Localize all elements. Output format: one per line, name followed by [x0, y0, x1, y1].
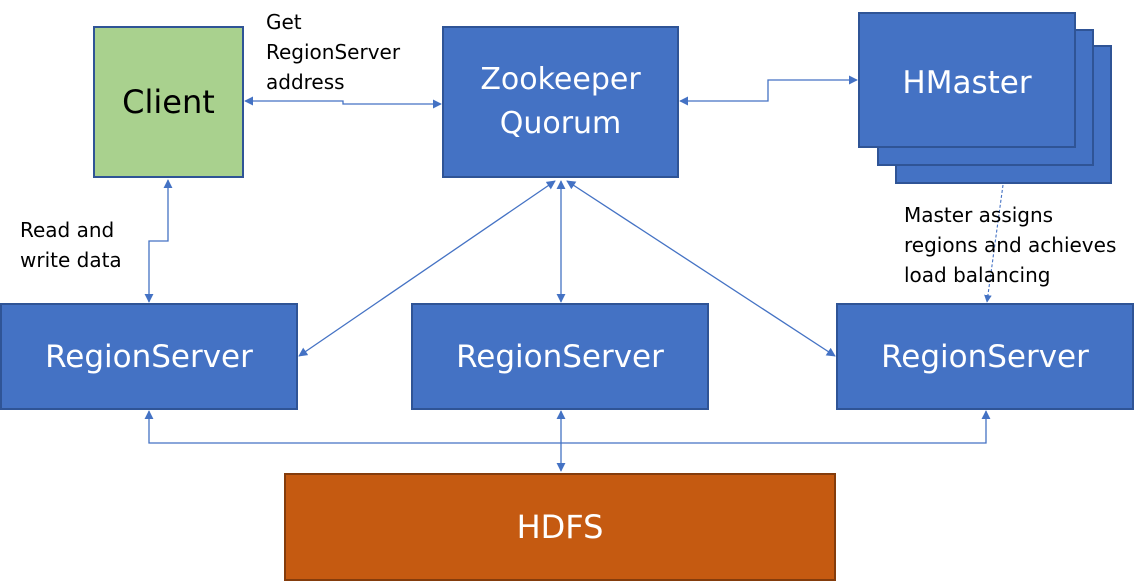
regionserver-left-label: RegionServer	[45, 338, 253, 375]
regionserver-right-hdfs-arrow	[561, 410, 991, 444]
client-zookeeper-arrow	[244, 96, 442, 109]
regionserver-middle-label: RegionServer	[456, 338, 664, 375]
rw-label-line1: Read and	[20, 218, 115, 242]
zookeeper-regionserver-right-arrow	[566, 180, 836, 357]
master-label-line3: load balancing	[904, 263, 1051, 287]
zookeeper-regionserver-left-arrow	[298, 180, 556, 357]
hmaster-label: HMaster	[902, 65, 1032, 101]
get-regionserver-address-label: Get RegionServer address	[266, 7, 400, 97]
rw-label-line2: write data	[20, 248, 122, 272]
get-label-line3: address	[266, 70, 345, 94]
hdfs-label: HDFS	[516, 508, 604, 546]
client-regionserver-arrow	[144, 179, 173, 303]
regionserver-right-label: RegionServer	[881, 338, 1089, 375]
hmaster-box: HMaster	[858, 12, 1076, 148]
regionserver-right: RegionServer	[836, 303, 1134, 410]
hdfs-box: HDFS	[284, 473, 836, 581]
client-label: Client	[122, 83, 215, 121]
regionserver-left-hdfs-arrow	[144, 410, 561, 444]
master-label-line2: regions and achieves	[904, 233, 1117, 257]
zookeeper-hmaster-arrow	[679, 75, 858, 106]
read-write-data-label: Read and write data	[20, 215, 122, 275]
regionserver-left: RegionServer	[0, 303, 298, 410]
client-box: Client	[93, 26, 244, 178]
master-assigns-label: Master assigns regions and achieves load…	[904, 200, 1116, 290]
get-label-line1: Get	[266, 10, 302, 34]
get-label-line2: RegionServer	[266, 40, 401, 64]
master-label-line1: Master assigns	[904, 203, 1054, 227]
zookeeper-label-line1: Zookeeper	[480, 62, 641, 97]
zookeeper-quorum-box: Zookeeper Quorum	[442, 26, 679, 178]
zookeeper-label-line2: Quorum	[499, 106, 622, 141]
regionserver-middle: RegionServer	[411, 303, 709, 410]
